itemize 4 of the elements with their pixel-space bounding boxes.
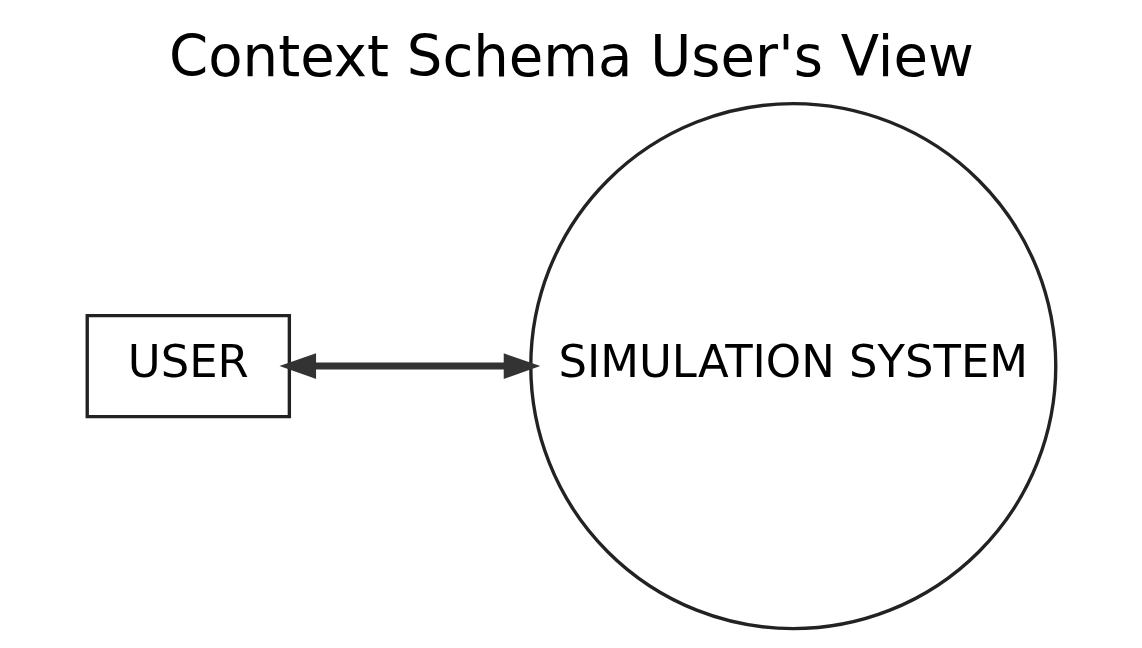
node-box: USER <box>85 313 291 419</box>
diagram-title: Context Schema User's View <box>168 23 974 89</box>
arrow <box>278 353 540 379</box>
node-circle: SIMULATION SYSTEM <box>528 101 1057 631</box>
